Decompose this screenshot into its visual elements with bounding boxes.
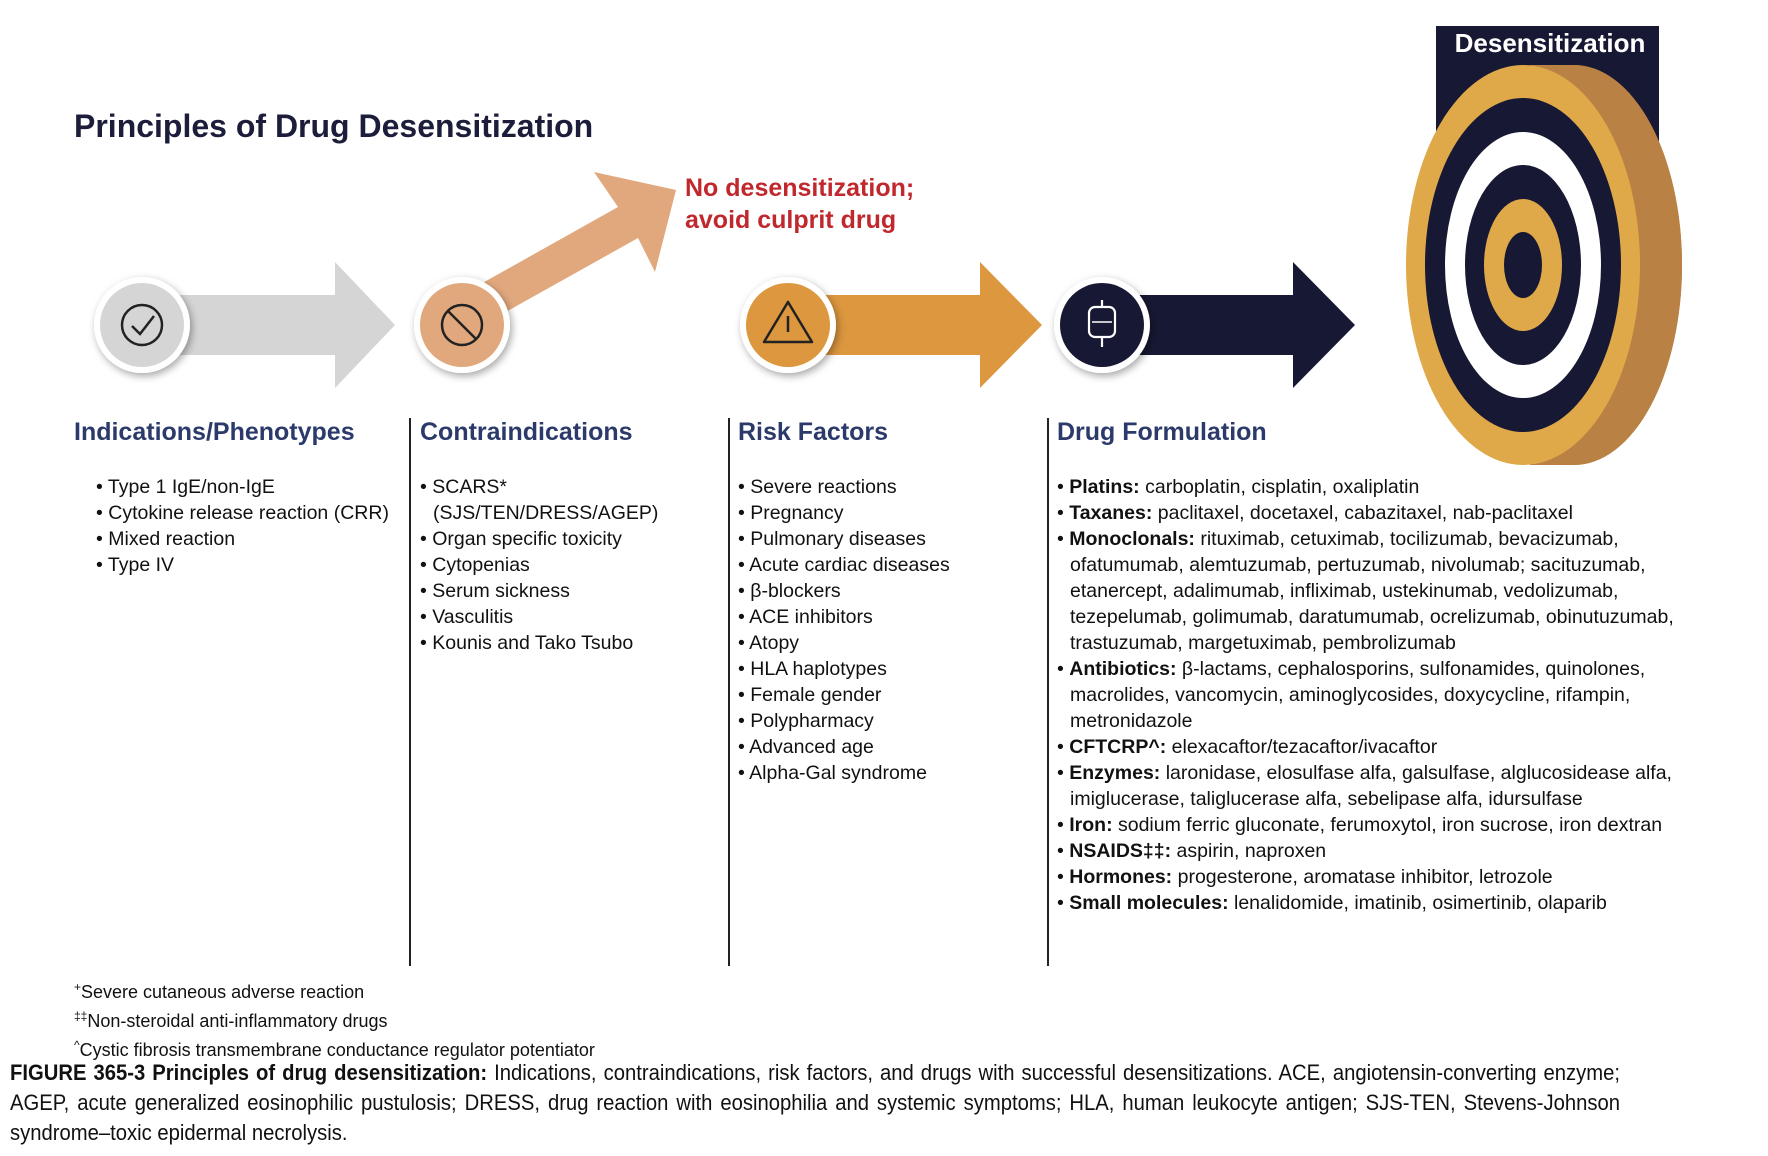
arrow-navy <box>1112 262 1355 388</box>
list-item: Alpha-Gal syndrome <box>738 760 1038 786</box>
drug-class-label: Platins: <box>1069 476 1140 498</box>
footnotes: +Severe cutaneous adverse reaction ‡‡Non… <box>74 975 595 1062</box>
list-item: Severe reactions <box>738 474 1038 500</box>
warning-triangle-icon <box>740 277 836 373</box>
no-desensitization-note: No desensitization; avoid culprit drug <box>685 172 914 236</box>
column-heading: Risk Factors <box>738 418 889 446</box>
list-item: SCARS* (SJS/TEN/DRESS/AGEP) <box>420 474 720 526</box>
column-heading: Contraindications <box>420 418 633 446</box>
drug-class-label: Antibiotics: <box>1069 658 1177 680</box>
target-icon <box>1406 26 1682 465</box>
list-item: ACE inhibitors <box>738 604 1038 630</box>
list-item: Acute cardiac diseases <box>738 552 1038 578</box>
column-divider <box>409 418 411 966</box>
footnote: ^Cystic fibrosis transmembrane conductan… <box>74 1038 595 1060</box>
list-item: Antibiotics: β-lactams, cephalosporins, … <box>1057 656 1702 734</box>
drug-list: paclitaxel, docetaxel, cabazitaxel, nab-… <box>1152 502 1573 524</box>
list-item: Platins: carboplatin, cisplatin, oxalipl… <box>1057 474 1702 500</box>
column-heading: Drug Formulation <box>1057 418 1267 446</box>
list-item: Iron: sodium ferric gluconate, ferumoxyt… <box>1057 812 1702 838</box>
list-item: Small molecules: lenalidomide, imatinib,… <box>1057 890 1702 916</box>
drug-class-label: Iron: <box>1069 814 1113 836</box>
list-item: Cytokine release reaction (CRR) <box>96 500 396 526</box>
drug-class-label: CFTCRP^: <box>1069 736 1167 758</box>
drug-formulation-list: Platins: carboplatin, cisplatin, oxalipl… <box>1057 474 1702 916</box>
risk-factors-list: Severe reactionsPregnancyPulmonary disea… <box>738 474 1038 786</box>
drug-class-label: Hormones: <box>1069 866 1173 888</box>
list-item: Vasculitis <box>420 604 720 630</box>
list-item: HLA haplotypes <box>738 656 1038 682</box>
list-item: Serum sickness <box>420 578 720 604</box>
list-item: CFTCRP^: elexacaftor/tezacaftor/ivacafto… <box>1057 734 1702 760</box>
flow-graphic <box>94 26 1682 465</box>
list-item: Kounis and Tako Tsubo <box>420 630 720 656</box>
drug-class-label: Enzymes: <box>1069 762 1161 784</box>
drug-class-label: Small molecules: <box>1069 892 1229 914</box>
drug-list: carboplatin, cisplatin, oxaliplatin <box>1139 476 1420 498</box>
prohibited-icon <box>414 277 510 373</box>
caption-text: Indications, contraindications, risk fac… <box>10 1060 1620 1145</box>
drug-list: lenalidomide, imatinib, osimertinib, ola… <box>1228 892 1607 914</box>
drug-list: β-lactams, cephalosporins, sulfonamides,… <box>1070 658 1646 732</box>
caption-label: FIGURE 365-3 Principles of drug desensit… <box>10 1060 488 1085</box>
list-item: Polypharmacy <box>738 708 1038 734</box>
list-item: Monoclonals: rituximab, cetuximab, tocil… <box>1057 526 1702 656</box>
list-item: Pulmonary diseases <box>738 526 1038 552</box>
arrow-gray <box>160 262 395 388</box>
list-item: Hormones: progesterone, aromatase inhibi… <box>1057 864 1702 890</box>
drug-list: sodium ferric gluconate, ferumoxytol, ir… <box>1112 814 1663 836</box>
contraindications-list: SCARS* (SJS/TEN/DRESS/AGEP)Organ specifi… <box>420 474 720 656</box>
list-item: Atopy <box>738 630 1038 656</box>
arrow-peach-up <box>470 172 676 322</box>
list-item: NSAIDS‡‡: aspirin, naproxen <box>1057 838 1702 864</box>
list-item: Advanced age <box>738 734 1038 760</box>
list-item: Taxanes: paclitaxel, docetaxel, cabazita… <box>1057 500 1702 526</box>
list-item: β-blockers <box>738 578 1038 604</box>
list-item: Female gender <box>738 682 1038 708</box>
drug-list: laronidase, elosulfase alfa, galsulfase,… <box>1070 762 1672 810</box>
indications-list: Type 1 IgE/non-IgECytokine release react… <box>96 474 396 578</box>
list-item: Type 1 IgE/non-IgE <box>96 474 396 500</box>
drug-list: rituximab, cetuximab, tocilizumab, bevac… <box>1070 528 1674 654</box>
figure-caption: FIGURE 365-3 Principles of drug desensit… <box>10 1058 1620 1148</box>
list-item: Pregnancy <box>738 500 1038 526</box>
drug-list: elexacaftor/tezacaftor/ivacaftor <box>1166 736 1438 758</box>
no-desensitization-line: No desensitization; <box>685 174 915 202</box>
drug-class-label: NSAIDS‡‡: <box>1069 840 1172 862</box>
no-desensitization-line: avoid culprit drug <box>685 206 897 234</box>
column-divider <box>728 418 730 966</box>
column-divider <box>1047 418 1049 966</box>
page-title: Principles of Drug Desensitization <box>74 108 594 144</box>
list-item: Type IV <box>96 552 396 578</box>
check-circle-icon <box>94 277 190 373</box>
drug-class-label: Taxanes: <box>1069 502 1153 524</box>
list-item: Cytopenias <box>420 552 720 578</box>
drug-list: progesterone, aromatase inhibitor, letro… <box>1172 866 1553 888</box>
drug-list: aspirin, naproxen <box>1171 840 1327 862</box>
list-item: Mixed reaction <box>96 526 396 552</box>
drug-class-label: Monoclonals: <box>1069 528 1195 550</box>
footnote: +Severe cutaneous adverse reaction <box>74 980 365 1002</box>
list-item: Organ specific toxicity <box>420 526 720 552</box>
list-item: Enzymes: laronidase, elosulfase alfa, ga… <box>1057 760 1702 812</box>
arrow-orange <box>800 262 1042 388</box>
iv-bag-icon <box>1054 277 1150 373</box>
target-label: Desensitization <box>1454 28 1646 58</box>
column-heading: Indications/Phenotypes <box>74 418 355 446</box>
footnote: ‡‡Non-steroidal anti-inflammatory drugs <box>74 1009 388 1031</box>
